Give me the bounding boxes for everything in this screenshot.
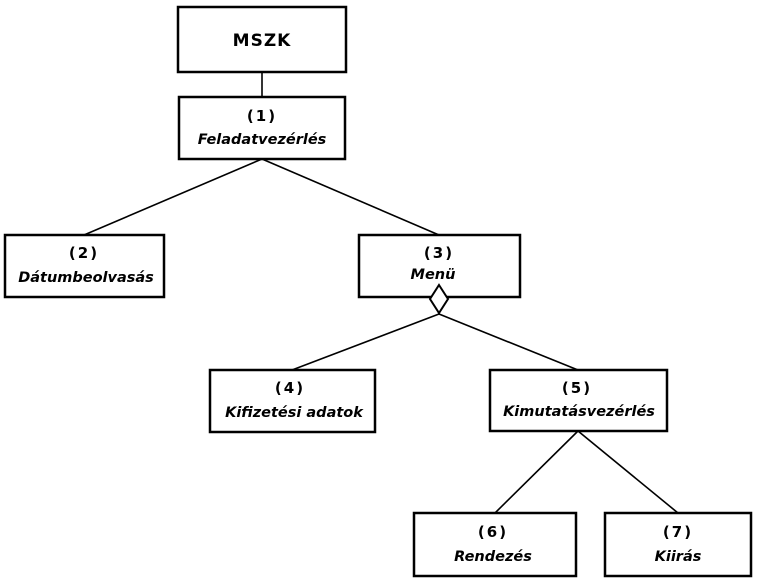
node-3-number: (3) (424, 244, 454, 262)
edge-3-to-5 (438, 313, 579, 371)
node-1-label: Feladatvezérlés (198, 132, 327, 148)
node-2-label: Dátumbeolvasás (18, 270, 154, 286)
node-6-label: Rendezés (454, 549, 532, 565)
edge-3-to-4 (291, 313, 440, 371)
node-7: (7) Kiirás (603, 511, 753, 578)
node-6-number: (6) (478, 523, 508, 541)
node-7-label: Kiirás (655, 549, 702, 565)
node-6: (6) Rendezés (412, 511, 578, 578)
node-mszk-label: MSZK (233, 31, 292, 51)
edge-5-to-7 (577, 430, 679, 514)
edge-5-to-6 (494, 430, 579, 514)
node-5: (5) Kimutatásvezérlés (488, 368, 669, 433)
selection-diamond-icon (428, 283, 450, 315)
node-2: (2) Dátumbeolvasás (3, 233, 166, 299)
node-mszk: MSZK (176, 5, 348, 74)
node-1: (1) Feladatvezérlés (177, 95, 347, 161)
edge-1-to-3 (261, 158, 440, 236)
node-5-number: (5) (562, 379, 592, 397)
node-4: (4) Kifizetési adatok (208, 368, 377, 434)
node-1-number: (1) (247, 107, 277, 125)
node-5-label: Kimutatásvezérlés (503, 404, 655, 420)
node-4-label: Kifizetési adatok (225, 405, 364, 421)
node-3-label: Menü (411, 267, 456, 283)
node-4-number: (4) (275, 379, 305, 397)
node-2-number: (2) (69, 244, 99, 262)
edge-1-to-2 (83, 158, 263, 236)
node-3: (3) Menü (357, 233, 522, 315)
node-7-number: (7) (663, 523, 693, 541)
